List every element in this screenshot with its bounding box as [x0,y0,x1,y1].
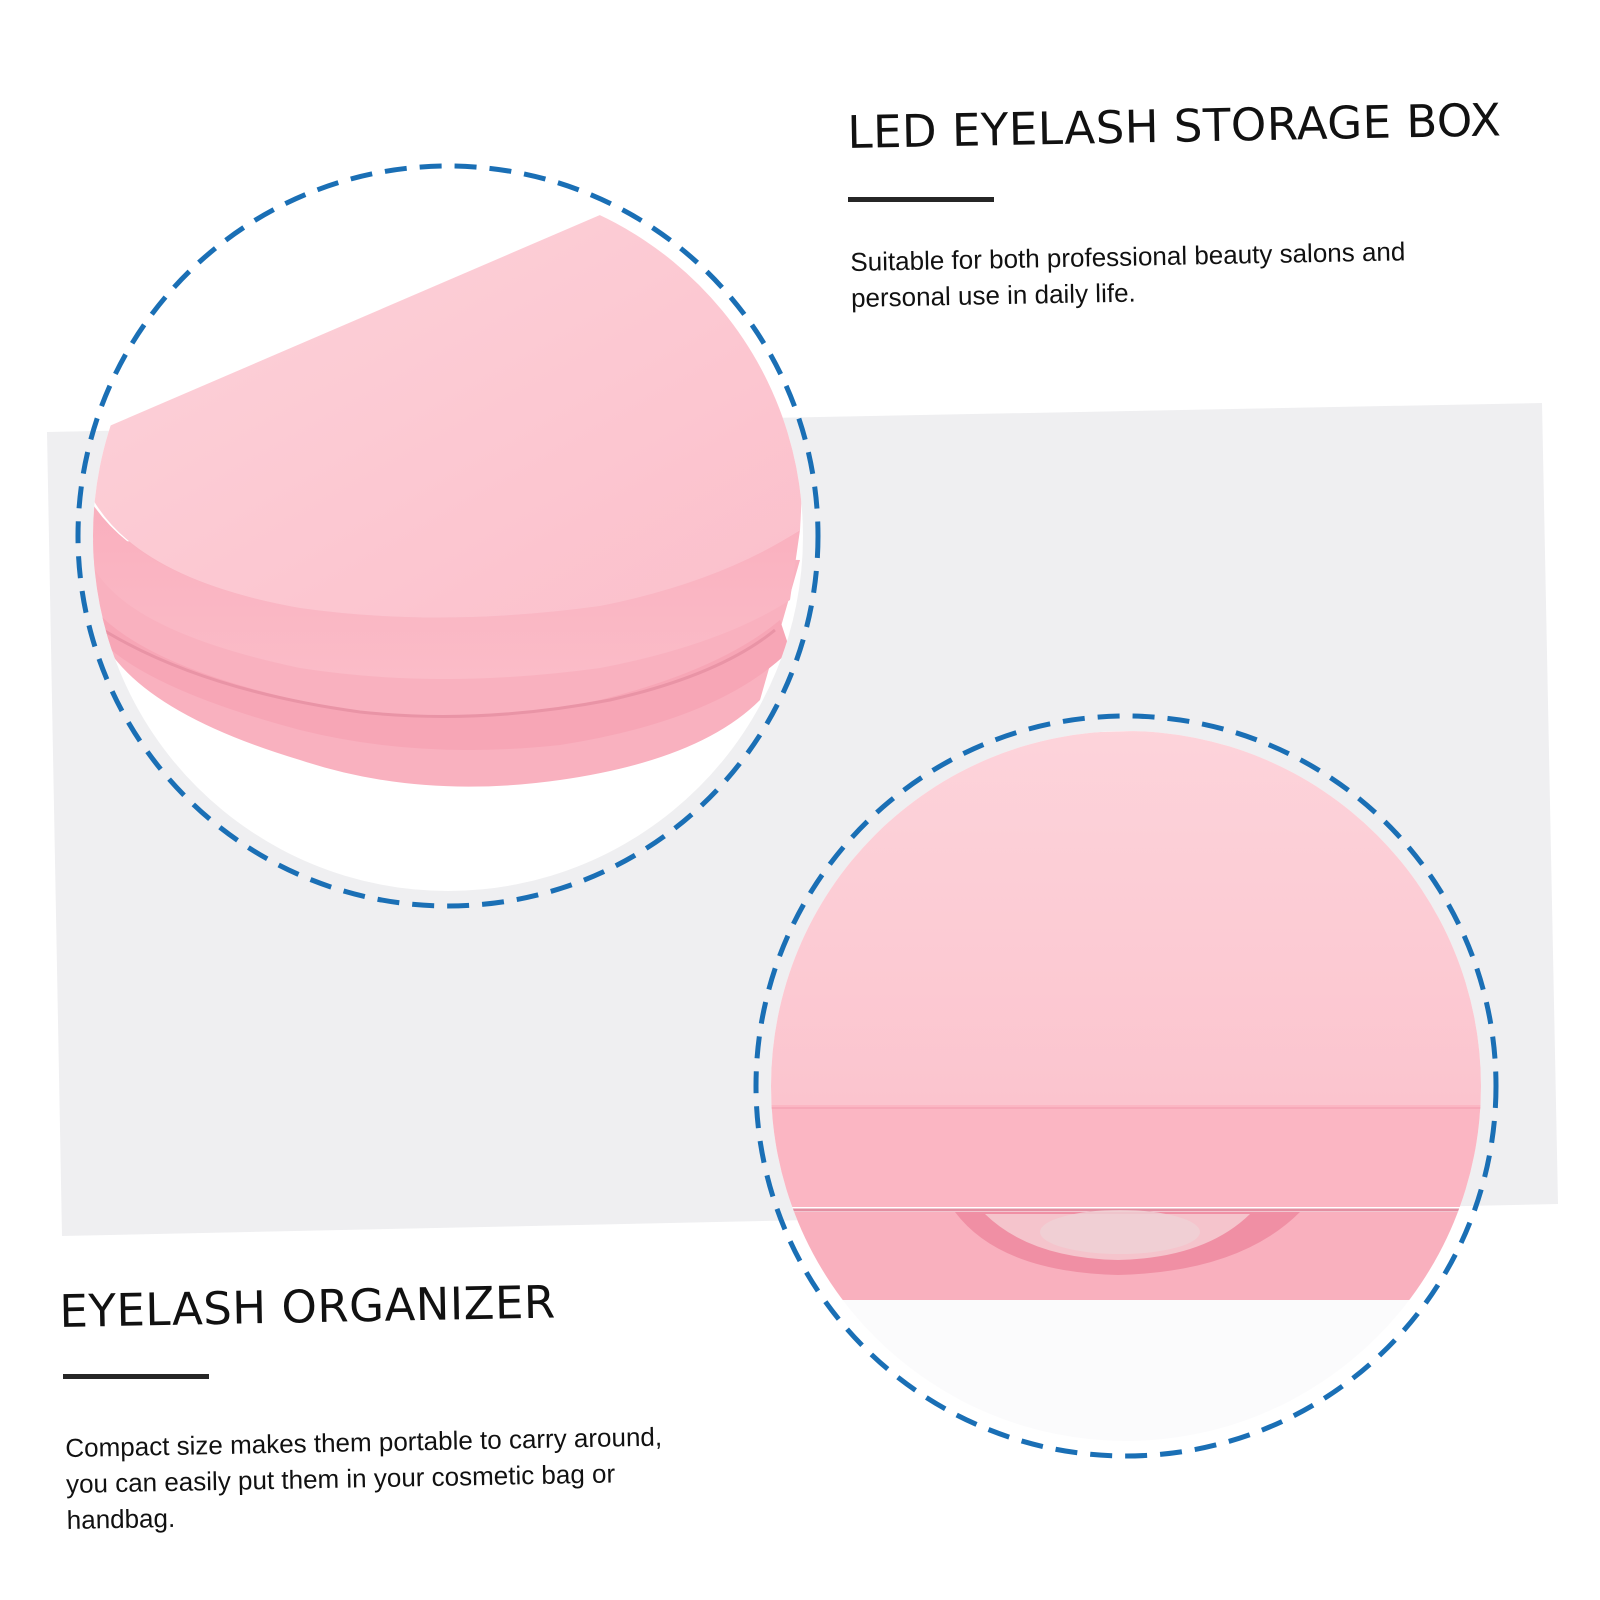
feature-title-bottom: EYELASH ORGANIZER [58,1275,557,1338]
dashed-ring-bottom [753,713,1499,1459]
title-underline-bottom [63,1374,209,1379]
feature-description-top: Suitable for both professional beauty sa… [850,236,1406,313]
storage-box-photo-bottom [771,731,1481,1441]
dashed-ring-top [75,163,821,909]
feature-description-bottom: Compact size makes them portable to carr… [65,1421,663,1535]
storage-box-photo-top [93,181,803,891]
title-underline-top [848,197,994,202]
